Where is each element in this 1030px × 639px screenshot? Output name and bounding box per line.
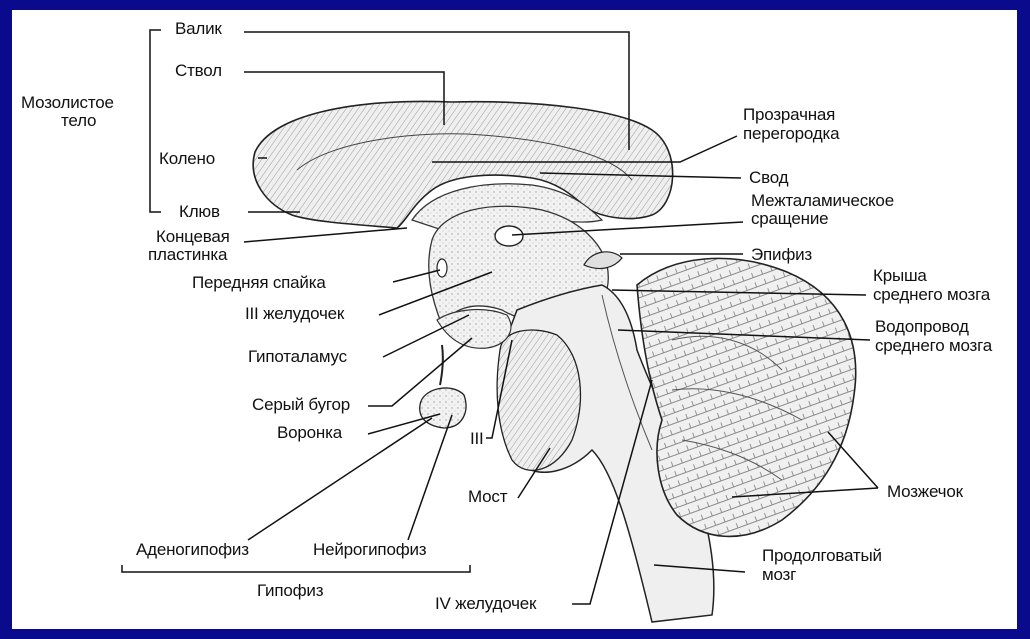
label-krysha-1: Крыша: [873, 267, 927, 285]
hypothalamus: [437, 310, 511, 349]
bracket-mozolistoe: [150, 30, 161, 212]
label-prozrachnaya-2: перегородка: [743, 125, 839, 143]
brain-illustration: [12, 10, 1017, 629]
bracket-gipofiz: [122, 565, 470, 572]
label-adenogipofiz: Аденогипофиз: [136, 541, 249, 559]
leader-koncevaya: [244, 228, 407, 242]
label-gipotalamus: Гипоталамус: [248, 348, 347, 366]
label-perednyaya-spaika: Передняя спайка: [192, 274, 326, 292]
label-gipofiz: Гипофиз: [257, 582, 323, 600]
label-koncevaya-1: Концевая: [156, 228, 230, 246]
label-seryi-bugor: Серый бугор: [252, 396, 350, 414]
label-mozzhechok: Мозжечок: [887, 483, 963, 501]
label-krysha-2: среднего мозга: [873, 286, 990, 304]
label-iv-zheludochek: IV желудочек: [435, 595, 536, 613]
cerebellum: [637, 258, 856, 536]
label-vodoprovod-1: Водопровод: [875, 318, 969, 336]
label-mozolistoe-2: тело: [61, 112, 96, 130]
label-prodolgovatyi-1: Продолговатый: [762, 547, 882, 565]
label-svod: Свод: [749, 169, 788, 187]
interthalamic-adhesion: [495, 226, 523, 246]
diagram-canvas: Валик Ствол Мозолистое тело Колено Клюв …: [12, 10, 1017, 629]
leader-neirogipofiz: [408, 415, 452, 540]
label-voronka: Воронка: [277, 424, 342, 442]
label-klyuv: Клюв: [179, 203, 220, 221]
label-mozolistoe-1: Мозолистое: [21, 94, 114, 112]
anterior-commissure: [437, 259, 447, 277]
label-stvol: Ствол: [175, 62, 222, 80]
label-koleno: Колено: [159, 150, 215, 168]
leader-mozzhechok-a: [828, 432, 878, 488]
label-iii-zheludochek: III желудочек: [245, 305, 344, 323]
label-prozrachnaya-1: Прозрачная: [743, 106, 835, 124]
label-mezhtalam-2: сращение: [751, 210, 828, 228]
label-vodoprovod-2: среднего мозга: [875, 337, 992, 355]
label-most: Мост: [468, 488, 507, 506]
label-iii: III: [470, 430, 484, 448]
label-neirogipofiz: Нейрогипофиз: [313, 541, 426, 559]
label-epifiz: Эпифиз: [751, 246, 812, 264]
label-valik: Валик: [175, 20, 222, 38]
label-mezhtalam-1: Межталамическое: [751, 192, 894, 210]
label-koncevaya-2: пластинка: [148, 246, 227, 264]
label-prodolgovatyi-2: мозг: [762, 566, 796, 584]
